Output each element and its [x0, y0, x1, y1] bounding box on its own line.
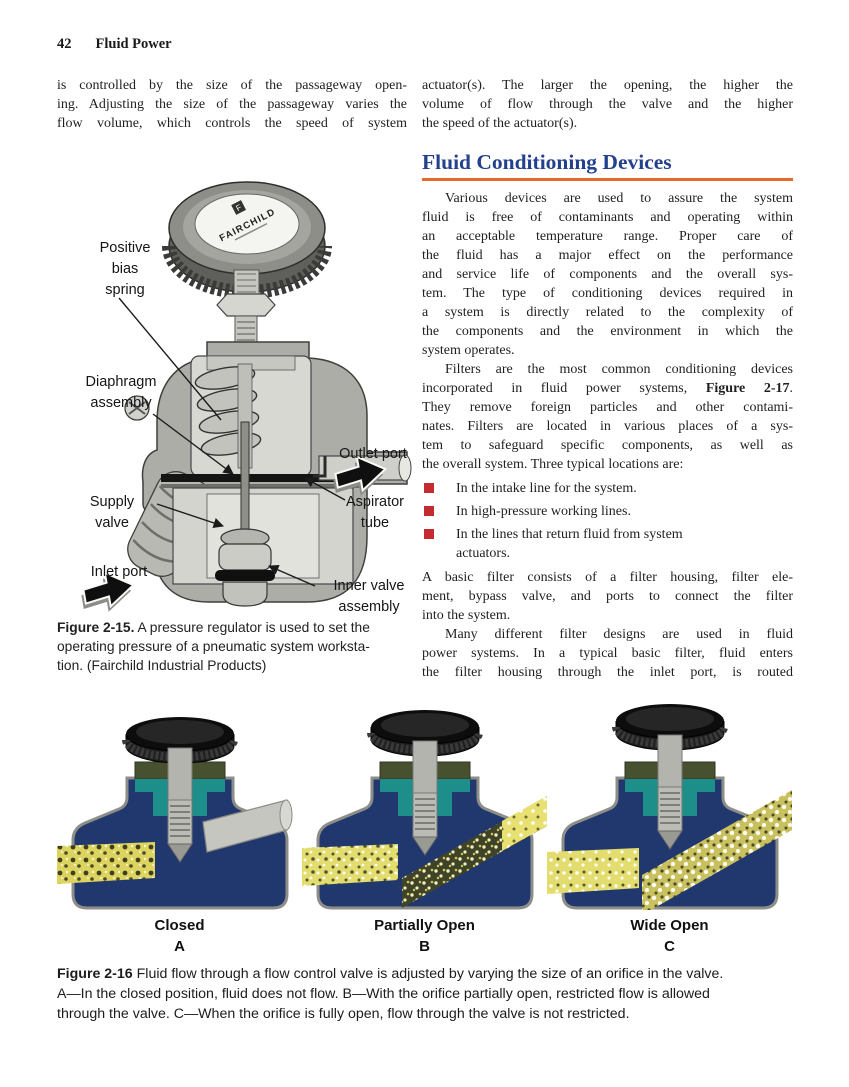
stem-group — [122, 717, 238, 863]
body-paragraph: A basic filter consists of a filter hous… — [422, 570, 793, 623]
fluid-outlet — [502, 796, 547, 851]
stem-group — [612, 704, 728, 850]
spring-leader-line — [118, 297, 222, 421]
body-paragraph: is controlled by the size of the passage… — [57, 78, 407, 131]
outlet-arrow-icon — [333, 455, 388, 496]
section-heading: Fluid Conditioning Devices — [422, 150, 793, 181]
body-paragraph: Many different filter designs are used i… — [422, 627, 793, 680]
valve-wide-open: Wide Open C — [547, 700, 792, 957]
list-item: In the intake line for the system. — [422, 479, 793, 498]
valve-row: Closed A — [57, 700, 793, 957]
bullet-square-icon — [424, 529, 434, 539]
valve-letter-label: B — [419, 938, 430, 955]
adjustment-knob-graphic: F FAIRCHILD — [162, 181, 332, 299]
figure-2-16: Closed A — [57, 700, 793, 1024]
valve-closed: Closed A — [57, 700, 302, 957]
bullet-square-icon — [424, 483, 434, 493]
page-header: 42 Fluid Power — [57, 36, 172, 53]
valve-partially-open-illustration — [302, 710, 547, 910]
valve-letter-label: A — [174, 938, 185, 955]
body-paragraph: actuator(s). The larger the opening, the… — [422, 78, 793, 131]
label-inlet-port: Inlet port — [90, 564, 148, 580]
valve-partially-open: Partially Open B — [302, 700, 547, 957]
pressure-regulator-illustration: F FAIRCHILD — [81, 181, 412, 612]
page-number: 42 — [57, 36, 72, 52]
valve-state-label: Partially Open — [374, 917, 475, 934]
fluid-inlet — [547, 848, 639, 894]
figure-2-16-caption: Figure 2-16 Fluid flow through a flow co… — [57, 966, 724, 1022]
aspirator-tube-graphic — [313, 456, 327, 478]
valve-state-label: Closed — [154, 917, 205, 934]
inner-valve-leader-line — [268, 564, 316, 587]
knob-logo-letter: F — [235, 203, 244, 213]
valve-closed-illustration — [57, 717, 293, 910]
label-inner-valve-assembly: Inner valve assembly — [333, 578, 405, 615]
body-paragraph: Filters are the most common conditioning… — [422, 362, 793, 472]
supply-valve-leader-line — [156, 503, 224, 528]
label-aspirator-tube: Aspirator tube — [345, 494, 405, 531]
bullet-list: In the intake line for the system. In hi… — [422, 479, 793, 563]
figure-2-15-caption: Figure 2-15. A pressure regulator is use… — [57, 620, 370, 673]
list-item: In the lines that return fluid from syst… — [422, 525, 793, 563]
stem-group — [367, 710, 483, 856]
fluid-inlet — [302, 844, 398, 886]
list-item: In high-pressure working lines. — [422, 502, 793, 521]
fluid-inlet-closed — [57, 842, 155, 884]
inner-valve-graphic — [215, 543, 275, 607]
label-supply-valve: Supply valve — [89, 494, 135, 531]
left-column: is controlled by the size of the passage… — [57, 76, 407, 133]
label-diaphragm-assembly: Diaphragm assembly — [85, 374, 157, 411]
inlet-arrow-icon — [81, 571, 136, 612]
figure-2-15: F FAIRCHILD — [57, 172, 415, 617]
right-column: actuator(s). The larger the opening, the… — [422, 76, 793, 682]
diaphragm-graphic — [161, 474, 361, 482]
running-title: Fluid Power — [95, 36, 172, 52]
valve-state-label: Wide Open — [630, 917, 709, 934]
label-positive-bias-spring: Positive bias spring — [99, 240, 151, 298]
body-paragraph: Various devices are used to assure the s… — [422, 191, 793, 358]
valve-letter-label: C — [664, 938, 675, 955]
fluid-free-flow — [642, 790, 792, 915]
diaphragm-leader-line — [152, 413, 234, 475]
valve-wide-open-illustration — [547, 704, 792, 915]
aspirator-leader-line — [304, 477, 346, 501]
bullet-square-icon — [424, 506, 434, 516]
label-outlet-port: Outlet port — [339, 446, 407, 462]
